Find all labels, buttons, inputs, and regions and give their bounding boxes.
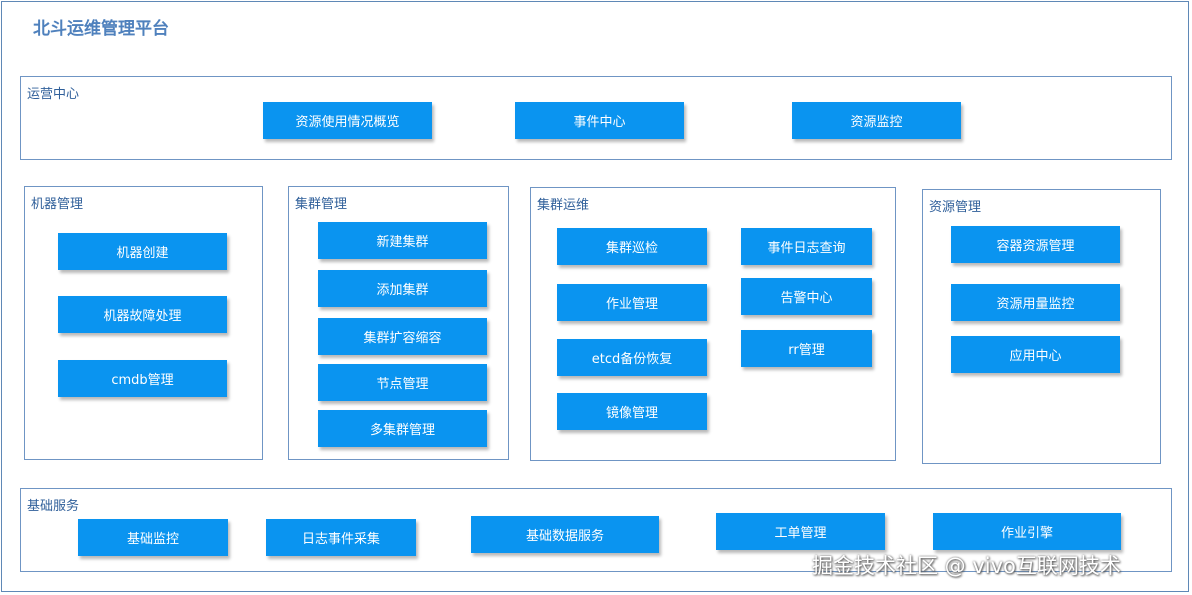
basic-data-service-button[interactable]: 基础数据服务 [471,516,659,553]
panel-resource-label: 资源管理 [929,200,982,215]
panel-cluster-label: 集群管理 [295,197,348,212]
cmdb-manage-button[interactable]: cmdb管理 [58,360,227,397]
panel-operations-label: 运营中心 [27,87,80,102]
panel-basic-label: 基础服务 [27,499,80,514]
panel-machine-label: 机器管理 [31,197,84,212]
log-event-collect-button[interactable]: 日志事件采集 [266,519,416,556]
job-engine-button[interactable]: 作业引擎 [933,513,1121,550]
cluster-inspection-button[interactable]: 集群巡检 [557,228,707,265]
alert-center-button[interactable]: 告警中心 [741,278,872,315]
node-manage-button[interactable]: 节点管理 [318,364,487,401]
panel-machine: 机器管理 机器创建 机器故障处理 cmdb管理 [24,186,263,460]
event-center-button[interactable]: 事件中心 [515,102,684,139]
app-center-button[interactable]: 应用中心 [951,336,1120,373]
basic-monitor-button[interactable]: 基础监控 [78,519,228,556]
container-resource-manage-button[interactable]: 容器资源管理 [951,226,1120,263]
watermark: 掘金技术社区 @ vivo互联网技术 [812,554,1121,578]
panel-cluster: 集群管理 新建集群 添加集群 集群扩容缩容 节点管理 多集群管理 [288,186,509,460]
panel-cluster-ops-label: 集群运维 [537,198,590,213]
add-cluster-button[interactable]: 添加集群 [318,270,487,307]
ticket-manage-button[interactable]: 工单管理 [716,513,885,550]
panel-basic: 基础服务 基础监控 日志事件采集 基础数据服务 工单管理 作业引擎 [20,488,1172,572]
panel-operations: 运营中心 资源使用情况概览 事件中心 资源监控 [20,76,1172,160]
job-manage-button[interactable]: 作业管理 [557,284,707,321]
cluster-scale-button[interactable]: 集群扩容缩容 [318,318,487,355]
page-title: 北斗运维管理平台 [33,19,169,39]
event-log-query-button[interactable]: 事件日志查询 [741,228,872,265]
resource-usage-monitor-button[interactable]: 资源用量监控 [951,284,1120,321]
image-manage-button[interactable]: 镜像管理 [557,393,707,430]
panel-resource: 资源管理 容器资源管理 资源用量监控 应用中心 [922,189,1161,464]
machine-create-button[interactable]: 机器创建 [58,233,227,270]
resource-usage-overview-button[interactable]: 资源使用情况概览 [263,102,432,139]
multi-cluster-manage-button[interactable]: 多集群管理 [318,410,487,447]
etcd-backup-restore-button[interactable]: etcd备份恢复 [557,339,707,376]
panel-cluster-ops: 集群运维 集群巡检 作业管理 etcd备份恢复 镜像管理 事件日志查询 告警中心… [530,187,896,461]
resource-monitor-button[interactable]: 资源监控 [792,102,961,139]
new-cluster-button[interactable]: 新建集群 [318,222,487,259]
machine-fault-handling-button[interactable]: 机器故障处理 [58,296,227,333]
rr-manage-button[interactable]: rr管理 [741,330,872,367]
